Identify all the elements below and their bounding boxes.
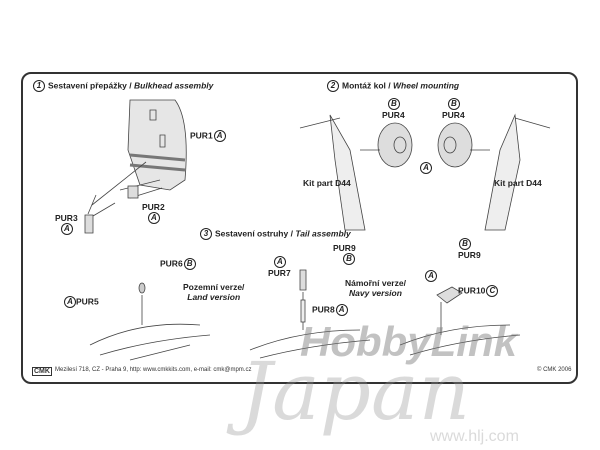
bulkhead-drawing: [84, 99, 187, 234]
watermark-url: www.hlj.com: [430, 428, 519, 445]
title-cz: Sestavení ostruhy /: [215, 228, 296, 239]
label-a-wheel: A: [419, 162, 432, 174]
step-number: 2: [327, 80, 339, 92]
watermark-brand: HobbyLink: [300, 318, 517, 365]
tail-drawings: [89, 269, 521, 361]
land-version: Pozemní verze/Land version: [183, 282, 245, 302]
kit-part-left: Kit part D44: [303, 178, 351, 188]
kit-part-right: Kit part D44: [494, 178, 542, 188]
wheel-drawing: [299, 113, 551, 231]
title-cz: Sestavení přepážky /: [48, 80, 134, 91]
step-number: 1: [33, 80, 45, 92]
label-a-tail: A: [424, 270, 437, 282]
footer-address: Mezilesí 718, CZ - Praha 9, http: www.cm…: [55, 367, 252, 373]
navy-version: Námořní verze/Navy version: [345, 278, 406, 298]
watermark-script: Japan: [240, 345, 471, 438]
instruction-panel: [21, 72, 578, 384]
title-en: Bulkhead assembly: [134, 80, 214, 91]
title-cz: Montáž kol /: [342, 80, 393, 91]
title-en: Wheel mounting: [393, 80, 460, 91]
cmk-logo: CMK: [32, 367, 52, 376]
step-number: 3: [200, 228, 212, 240]
title-en: Tail assembly: [295, 228, 351, 239]
footer-copyright: © CMK 2006: [537, 367, 572, 373]
